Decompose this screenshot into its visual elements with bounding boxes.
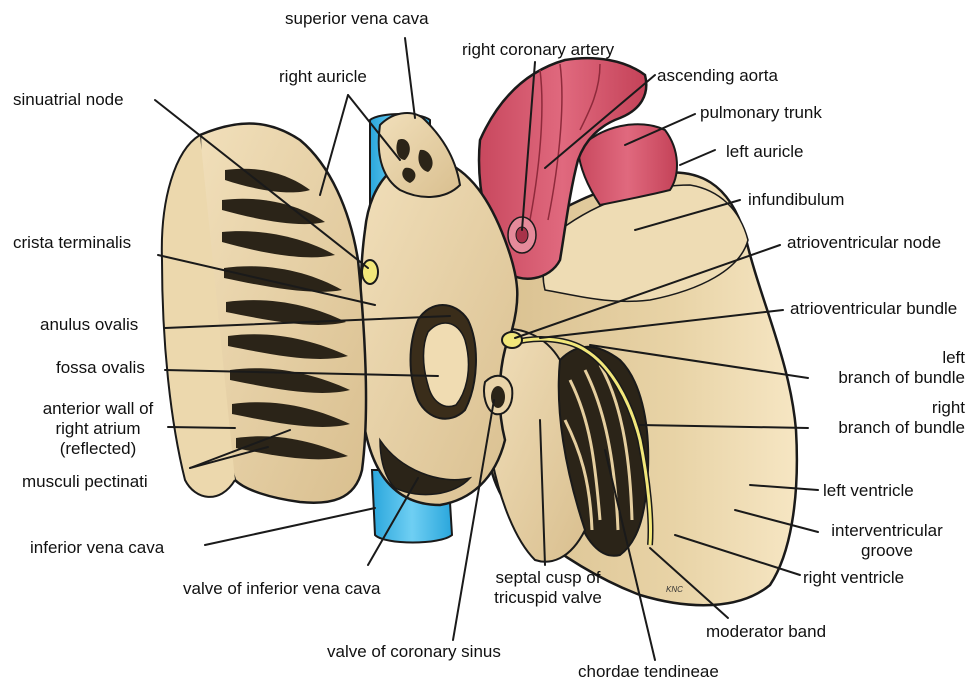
- label-right-coronary-artery: right coronary artery: [462, 40, 614, 60]
- label-anterior-wall-line3: (reflected): [28, 439, 168, 459]
- leader-right-auricle-a: [320, 95, 348, 195]
- label-left-branch-line1: left: [800, 348, 965, 368]
- label-interventricular-line1: interventricular: [812, 521, 962, 541]
- label-interventricular-line2: groove: [812, 541, 962, 561]
- label-septal-cusp-line2: tricuspid valve: [478, 588, 618, 608]
- leader-left-auricle: [680, 150, 715, 165]
- label-right-ventricle: right ventricle: [803, 568, 904, 588]
- label-musculi-pectinati: musculi pectinati: [22, 472, 148, 492]
- label-valve-of-inferior-vena-cava: valve of inferior vena cava: [183, 579, 381, 599]
- atrioventricular-node: [502, 332, 522, 348]
- label-anterior-wall-line2: right atrium: [28, 419, 168, 439]
- label-moderator-band: moderator band: [706, 622, 826, 642]
- label-right-branch-line1: right: [800, 398, 965, 418]
- label-anterior-wall-of-right-atrium: anterior wall of right atrium (reflected…: [28, 399, 168, 459]
- label-infundibulum: infundibulum: [748, 190, 844, 210]
- label-septal-cusp-line1: septal cusp of: [478, 568, 618, 588]
- label-sinuatrial-node: sinuatrial node: [13, 90, 124, 110]
- label-right-auricle: right auricle: [279, 67, 367, 87]
- label-left-branch-of-bundle: left branch of bundle: [800, 348, 965, 388]
- label-septal-cusp-of-tricuspid-valve: septal cusp of tricuspid valve: [478, 568, 618, 608]
- label-crista-terminalis: crista terminalis: [13, 233, 131, 253]
- leader-inferior-vena-cava: [205, 508, 375, 545]
- label-fossa-ovalis: fossa ovalis: [56, 358, 145, 378]
- label-superior-vena-cava: superior vena cava: [285, 9, 429, 29]
- label-interventricular-groove: interventricular groove: [812, 521, 962, 561]
- label-anterior-wall-line1: anterior wall of: [28, 399, 168, 419]
- label-left-auricle: left auricle: [726, 142, 803, 162]
- label-atrioventricular-node: atrioventricular node: [787, 233, 941, 253]
- artist-signature: KNC: [666, 585, 683, 594]
- label-right-branch-of-bundle: right branch of bundle: [800, 398, 965, 438]
- label-pulmonary-trunk: pulmonary trunk: [700, 103, 822, 123]
- leader-superior-vena-cava: [405, 38, 415, 118]
- label-atrioventricular-bundle: atrioventricular bundle: [790, 299, 957, 319]
- label-left-branch-line2: branch of bundle: [800, 368, 965, 388]
- sinuatrial-node: [362, 260, 378, 284]
- leader-anterior-wall: [168, 427, 235, 428]
- label-ascending-aorta: ascending aorta: [657, 66, 778, 86]
- label-left-ventricle: left ventricle: [823, 481, 914, 501]
- label-anulus-ovalis: anulus ovalis: [40, 315, 138, 335]
- label-chordae-tendineae: chordae tendineae: [578, 662, 719, 682]
- label-right-branch-line2: branch of bundle: [800, 418, 965, 438]
- label-valve-of-coronary-sinus: valve of coronary sinus: [327, 642, 501, 662]
- label-inferior-vena-cava: inferior vena cava: [30, 538, 164, 558]
